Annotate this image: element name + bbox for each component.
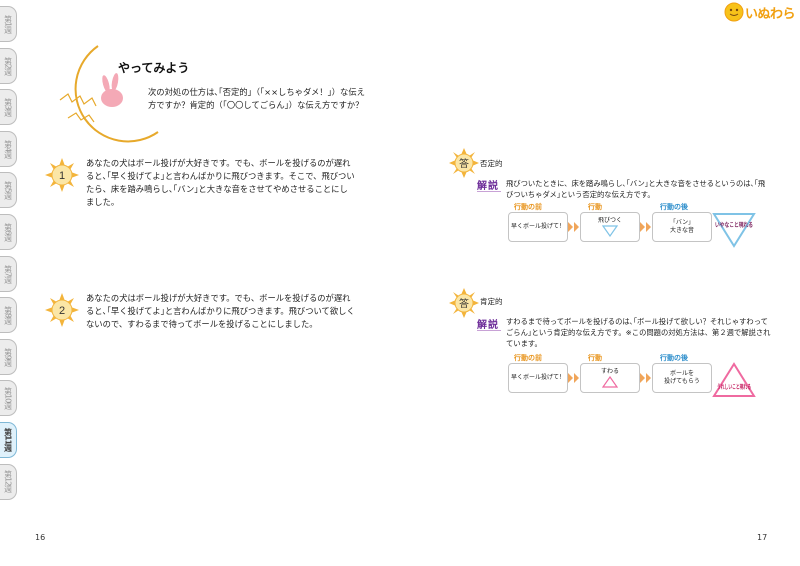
answer-1-label: 否定的: [480, 159, 503, 168]
answer-2-label: 肯定的: [480, 297, 503, 306]
answer-1-action-head: 行動: [588, 203, 602, 211]
answer-2-kaisetsu: 解説: [477, 320, 499, 331]
week-tab-4[interactable]: 第4週: [0, 130, 17, 167]
week-tab-6[interactable]: 第6週: [0, 213, 17, 250]
answer-2-badge-text: 答: [459, 297, 469, 310]
answer-2-reaction-sign: うれしいこと現れる: [712, 362, 756, 397]
answer-1-badge-icon: 答: [449, 148, 479, 178]
week-tab-2[interactable]: 第2週: [0, 47, 17, 84]
week-tab-11[interactable]: 第11週: [0, 421, 17, 458]
answer-2-badge-icon: 答: [449, 288, 479, 318]
moon-rabbit-illustration: [59, 45, 159, 143]
answer-1-before-box: 早くボール投げて！: [508, 212, 568, 242]
answer-1-reaction-text: いやなこと現れる: [715, 221, 753, 229]
up-triangle-icon: [602, 376, 618, 388]
week-tabs: 第1週第2週第3週第4週第5週第6週第7週第8週第9週第10週第11週第12週: [0, 6, 18, 505]
question-2-number: 2: [59, 305, 65, 317]
answer-2-before-box: 早くボール投げて！: [508, 363, 568, 393]
page-number-left: 16: [35, 533, 46, 542]
answer-1-after-line2: 大きな音: [669, 227, 694, 234]
week-tab-9[interactable]: 第9週: [0, 338, 17, 375]
arrow-right-icon: [640, 373, 651, 383]
answer-2-explanation: すわるまで待ってボールを投げるのは､｢ボール投げて欲しい？それじゃすわってごらん…: [506, 317, 771, 348]
question-1-number: 1: [59, 170, 65, 182]
week-tab-3[interactable]: 第3週: [0, 89, 17, 126]
question-1-badge-icon: 1: [45, 158, 79, 192]
answer-2-after-line2: 投げてもらう: [664, 378, 700, 385]
week-tab-7[interactable]: 第7週: [0, 255, 17, 292]
answer-1-kaisetsu-underline: [477, 191, 501, 192]
answer-2-after-head: 行動の後: [660, 354, 688, 362]
section-title: やってみよう: [118, 61, 190, 75]
week-tab-1[interactable]: 第1週: [0, 6, 17, 42]
answer-1-explanation: 飛びついたときに、床を踏み鳴らし､｢バン｣と大きな音をさせるというのは､｢飛びつ…: [506, 179, 766, 199]
answer-2-after-line1: ボールを: [669, 370, 694, 377]
answer-1-after-box: 「バン」 大きな音: [652, 212, 712, 242]
answer-1-before-head: 行動の前: [514, 203, 542, 211]
question-1-text: あなたの犬はボール投げが大好きです。でも、ボールを投げるのが遅れると､｢早く投げ…: [86, 158, 355, 207]
answer-2-before-head: 行動の前: [514, 354, 542, 362]
answer-2-kaisetsu-underline: [477, 330, 501, 331]
question-2-badge-icon: 2: [45, 293, 79, 327]
arrow-right-icon: [640, 222, 651, 232]
answer-1-action-text: 飛びつく: [597, 217, 622, 224]
arrow-right-icon: [568, 222, 579, 232]
answer-1-action-box: 飛びつく: [580, 212, 640, 242]
answer-1-before-text: 早くボール投げて！: [510, 223, 565, 230]
answer-1-badge-text: 答: [459, 157, 469, 170]
arrow-right-icon: [568, 373, 579, 383]
answer-2-action-head: 行動: [588, 354, 602, 362]
week-tab-12[interactable]: 第12週: [0, 463, 17, 500]
answer-2-after-box: ボールを 投げてもらう: [652, 363, 712, 393]
answer-2-before-text: 早くボール投げて！: [510, 374, 565, 381]
intro-text: 次の対処の仕方は､｢否定的｣（｢××しちゃダメ！｣）な伝え方ですか？肯定的（｢〇…: [148, 87, 365, 110]
answer-2-action-text: すわる: [600, 368, 619, 375]
answer-2-action-box: すわる: [580, 363, 640, 393]
sun-logo-icon: [724, 2, 744, 22]
answer-1-after-line1: 「バン」: [669, 219, 695, 226]
logo-text: いぬわら: [745, 7, 796, 22]
answer-1-kaisetsu: 解説: [477, 181, 499, 192]
answer-1-reaction-sign: いやなこと現れる: [712, 213, 756, 248]
week-tab-8[interactable]: 第8週: [0, 297, 17, 334]
week-tab-5[interactable]: 第5週: [0, 172, 17, 209]
down-triangle-icon: [602, 225, 618, 237]
week-tab-10[interactable]: 第10週: [0, 380, 17, 417]
answer-2-reaction-text: うれしいこと現れる: [717, 383, 751, 391]
answer-1-after-head: 行動の後: [660, 203, 688, 211]
question-2-text: あなたの犬はボール投げが大好きです。でも、ボールを投げるのが遅れると､｢早く投げ…: [86, 293, 355, 329]
page-number-right: 17: [757, 533, 768, 542]
